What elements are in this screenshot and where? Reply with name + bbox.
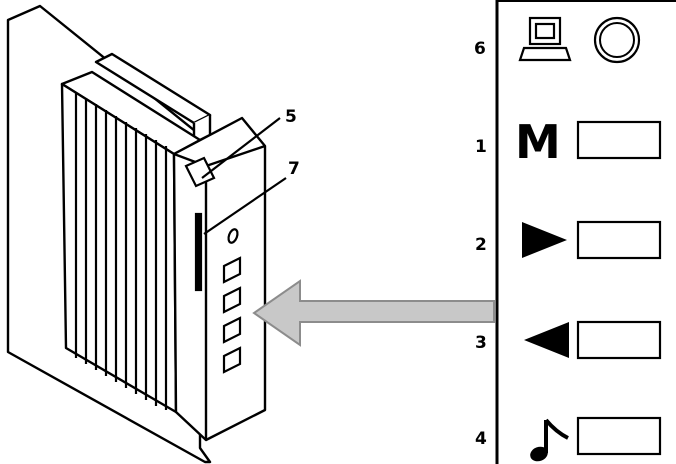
mode-button[interactable]	[576, 120, 662, 160]
leader-5	[201, 117, 281, 179]
device-button-1	[222, 256, 242, 284]
device-controls	[184, 156, 242, 374]
forward-button[interactable]	[576, 220, 662, 260]
music-note-icon	[530, 418, 569, 462]
laptop-icon	[518, 16, 572, 62]
callout-7: 7	[288, 159, 300, 179]
pointer-arrow	[252, 279, 495, 347]
callout-1: 1	[475, 137, 487, 157]
card-slot	[194, 212, 203, 292]
device-button-4	[222, 346, 242, 374]
device-knob	[227, 228, 239, 244]
play-left-icon	[524, 322, 569, 358]
grill-lines	[74, 92, 168, 410]
control-panel: 6 1 M 2 3 4	[474, 0, 676, 464]
device-face	[172, 116, 267, 442]
device-button-3	[222, 316, 242, 344]
callout-6: 6	[474, 39, 486, 59]
back-button[interactable]	[576, 320, 662, 360]
music-button[interactable]	[576, 416, 662, 456]
play-right-icon	[522, 222, 567, 258]
device	[6, 4, 267, 464]
mode-letter: M	[515, 115, 561, 169]
device-button-2	[222, 286, 242, 314]
callout-5: 5	[285, 107, 297, 127]
callout-2: 2	[475, 235, 487, 255]
leader-7	[203, 177, 287, 235]
callout-3: 3	[475, 333, 487, 353]
callout-4: 4	[475, 429, 487, 449]
led-window	[184, 156, 216, 188]
circle-icon	[593, 16, 641, 64]
